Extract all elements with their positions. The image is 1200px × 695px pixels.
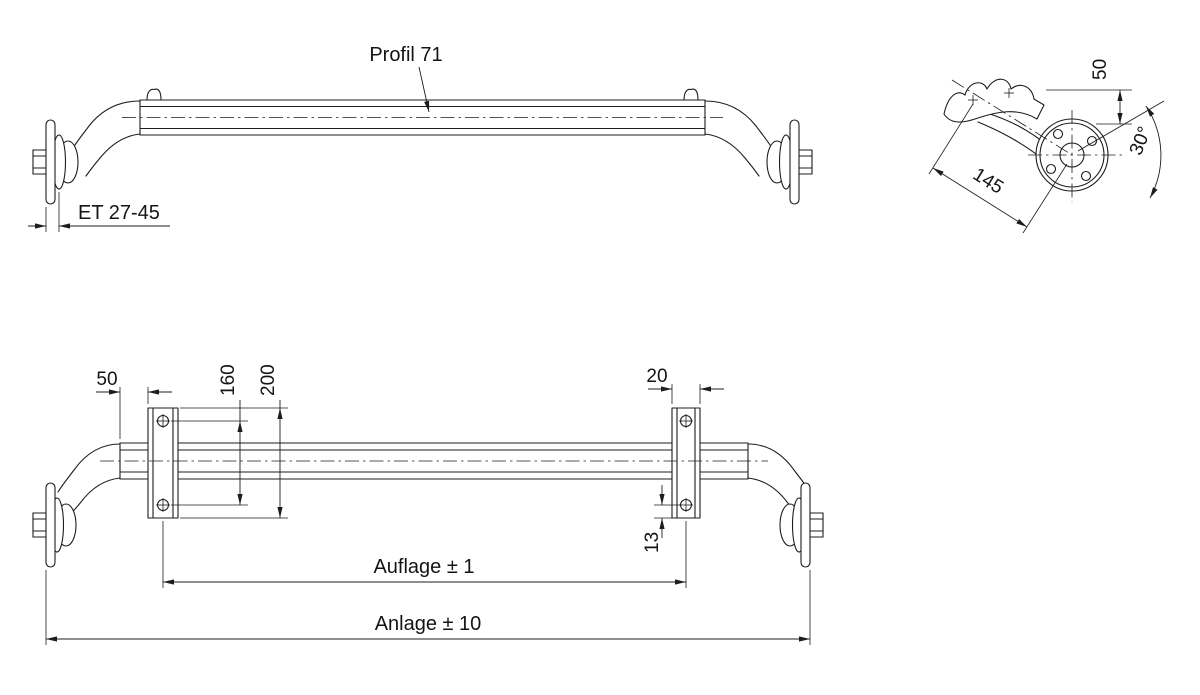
anlage-dim-label: Anlage ± 10 bbox=[375, 613, 482, 635]
end-bracket bbox=[943, 78, 1045, 123]
height-dim-label: 50 bbox=[1090, 59, 1111, 80]
dim-50-offset: 50 bbox=[96, 369, 172, 439]
et-dim-label: ET 27-45 bbox=[78, 202, 160, 224]
hole-spacing-dim-label: 160 bbox=[218, 364, 239, 396]
left-clamp-hook bbox=[146, 88, 162, 101]
plate-width-dim-label: 20 bbox=[646, 366, 667, 387]
dim-auflage: Auflage ± 1 bbox=[162, 521, 687, 588]
arm-length-dim-label: 145 bbox=[969, 164, 1007, 199]
dim-200-plate: 200 bbox=[180, 364, 288, 519]
angle-dim-label: 30° bbox=[1126, 124, 1156, 159]
bolt-hole bbox=[1086, 135, 1098, 147]
side-right-arm bbox=[704, 100, 794, 190]
side-view: Profil 71 ET 27-45 bbox=[28, 44, 813, 232]
plan-view: 50 160 200 20 bbox=[32, 364, 824, 645]
plan-axle-tube bbox=[119, 442, 749, 480]
plan-left-flange bbox=[32, 482, 56, 568]
dim-50-height: 50 bbox=[1046, 59, 1132, 125]
plate-height-dim-label: 200 bbox=[258, 364, 279, 396]
side-right-flange bbox=[789, 119, 813, 205]
side-left-flange bbox=[32, 119, 56, 205]
dim-20-plate-width: 20 bbox=[646, 366, 724, 404]
side-left-arm bbox=[51, 100, 141, 190]
end-view: 50 30° 145 bbox=[928, 59, 1165, 234]
profil-label: Profil 71 bbox=[369, 44, 442, 66]
end-hub-flange bbox=[951, 79, 1122, 202]
profil-leader-line bbox=[418, 66, 430, 113]
plan-left-mount-plate bbox=[147, 407, 179, 519]
offset-dim-label: 50 bbox=[96, 369, 117, 390]
plan-left-arm bbox=[49, 443, 121, 553]
dim-13-edge: 13 bbox=[642, 485, 681, 553]
right-clamp-hook bbox=[683, 88, 699, 101]
arm-axis-centerline bbox=[951, 79, 1073, 156]
edge-dim-label: 13 bbox=[642, 532, 663, 553]
dim-160-holes: 160 bbox=[171, 364, 248, 506]
dim-et: ET 27-45 bbox=[28, 192, 170, 232]
dim-anlage: Anlage ± 10 bbox=[45, 570, 811, 645]
plan-right-flange bbox=[800, 482, 824, 568]
bolt-hole bbox=[1080, 170, 1092, 182]
auflage-dim-label: Auflage ± 1 bbox=[373, 556, 474, 578]
bolt-hole bbox=[1045, 163, 1057, 175]
side-axle-tube bbox=[122, 88, 723, 136]
bolt-hole bbox=[1052, 128, 1064, 140]
profil-label-group: Profil 71 bbox=[369, 44, 443, 113]
plan-right-mount-plate bbox=[671, 407, 701, 519]
